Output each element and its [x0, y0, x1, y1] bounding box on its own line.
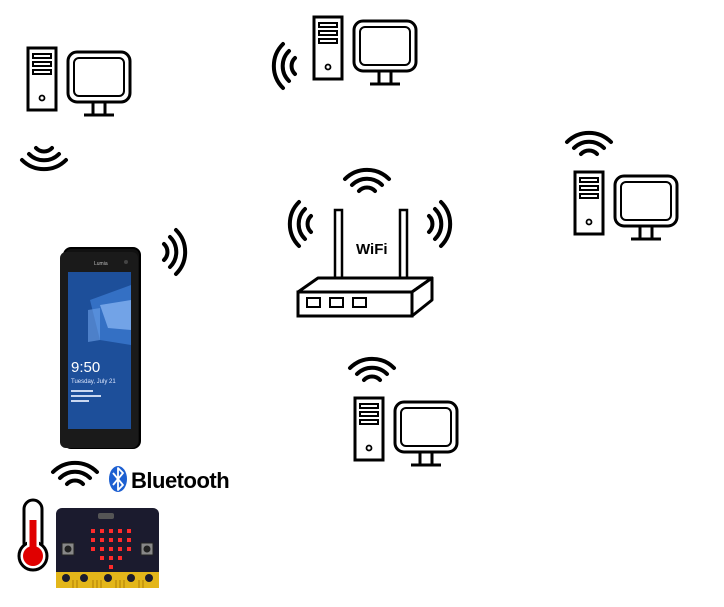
wifi-signal-icon [427, 200, 453, 248]
wifi-signal-icon [271, 42, 297, 90]
wifi-router: WiFi [287, 167, 453, 318]
desktop-computer-icon [573, 170, 679, 241]
wifi-signal-icon [51, 460, 99, 486]
desktop-computer-icon [312, 15, 418, 86]
thermometer-icon [17, 498, 49, 572]
computer-top-left [20, 46, 132, 172]
wifi-signal-icon [565, 130, 613, 156]
phone-time: 9:50 [71, 359, 100, 376]
bluetooth-label: Bluetooth [131, 468, 229, 493]
wifi-signal-icon [343, 167, 391, 193]
wifi-signal-icon [20, 146, 68, 172]
microbit-board-icon [56, 508, 159, 588]
wifi-signal-icon [287, 200, 313, 248]
smartphone: Lumia 9:50 Tuesday, July 21 [60, 228, 188, 449]
bluetooth-group: Bluetooth [51, 460, 230, 493]
computer-top-center [271, 15, 418, 90]
wifi-signal-icon [162, 228, 188, 276]
computer-bottom-center [348, 356, 459, 467]
desktop-computer-icon [26, 46, 132, 117]
phone-brand: Lumia [94, 261, 108, 267]
router-label: WiFi [356, 241, 388, 258]
smartphone-icon: Lumia 9:50 Tuesday, July 21 [60, 247, 141, 449]
wifi-signal-icon [348, 356, 396, 382]
desktop-computer-icon [353, 396, 459, 467]
phone-date: Tuesday, July 21 [71, 379, 116, 385]
computer-right [565, 130, 679, 241]
wifi-router-icon [296, 208, 434, 318]
bluetooth-icon [109, 466, 127, 492]
